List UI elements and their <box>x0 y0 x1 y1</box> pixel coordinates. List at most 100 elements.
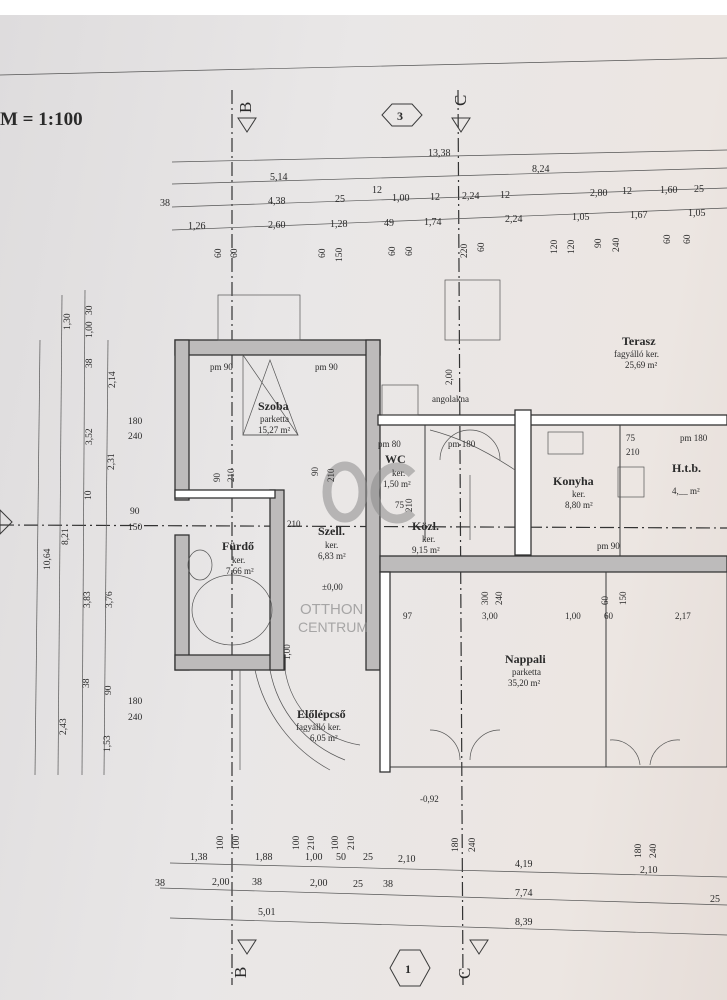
dimension-label: pm 90 <box>315 362 338 372</box>
dimension-label: 1,30 <box>63 313 73 330</box>
dimension-label: 97 <box>403 611 413 621</box>
dimension-label: 38 <box>82 678 92 688</box>
dimension-label: 1,38 <box>190 852 208 863</box>
room-wc: WC ker. 1,50 m² <box>383 452 411 489</box>
dimension-label: 60 <box>318 248 328 258</box>
dimension-label: 25,69 m² <box>625 360 658 370</box>
watermark-line2: CENTRUM <box>298 619 368 635</box>
room-szell: Szell. ker. 6,83 m² <box>318 524 346 561</box>
dimension-label: parketta <box>260 414 289 424</box>
dimension-label: 90 <box>104 685 114 695</box>
bottom-dimensions: 100 100 100 210 100 210 180 240 180 240 … <box>155 836 727 936</box>
dimension-label: 4,__ m² <box>672 486 700 496</box>
dimension-label: 180 <box>634 844 644 859</box>
dimension-label: 4,38 <box>268 196 286 207</box>
dimension-label: 180 <box>128 697 143 707</box>
dimension-label: 180 <box>451 838 461 853</box>
dimension-label: pm 90 <box>210 362 233 372</box>
dimension-label: 210 <box>226 468 236 482</box>
dimension-label: 180 <box>128 417 143 427</box>
dimension-label: 210 <box>626 447 640 457</box>
dimension-label: pm 180 <box>448 439 476 449</box>
dimension-label: 25 <box>335 194 345 205</box>
dimension-label: 25 <box>363 852 373 863</box>
dimension-label: 240 <box>649 844 659 859</box>
dimension-label: 210 <box>326 468 336 482</box>
dimension-label: 100 <box>232 836 242 851</box>
dimension-label: 150 <box>335 248 345 263</box>
dimension-label: 25 <box>353 879 363 890</box>
top-dimensions: 13,38 5,14 8,24 38 4,38 25 12 1,00 12 2,… <box>160 148 727 262</box>
axis-b: B B <box>231 90 257 985</box>
dimension-label: 90 <box>310 467 320 477</box>
dimension-label: 60 <box>388 246 398 256</box>
dimension-label: 240 <box>612 238 622 253</box>
dimension-label: 12 <box>622 186 632 197</box>
dimension-label: 3,76 <box>105 591 115 608</box>
dimension-label: 1,74 <box>424 217 442 228</box>
dimension-label: 100 <box>292 836 302 851</box>
dimension-label: angolakna <box>432 394 469 404</box>
dimension-label: H.t.b. <box>672 461 701 475</box>
dimension-label: 1,26 <box>188 221 206 232</box>
dimension-label: 60 <box>405 246 415 256</box>
dimension-label: 75 <box>626 433 636 443</box>
room-konyha: Konyha ker. 8,80 m² <box>553 474 594 510</box>
dimension-label: 8,80 m² <box>565 500 593 510</box>
dimension-label: 150 <box>128 523 143 533</box>
dimension-label: 2,00 <box>444 369 454 385</box>
dimension-label: 60 <box>683 234 693 244</box>
dimension-label: 210 <box>287 519 301 529</box>
dimension-label: 2,17 <box>675 611 691 621</box>
dimension-label: 38 <box>155 878 165 889</box>
axis-c-bottom-label: C <box>455 968 474 979</box>
dimension-label: 300 <box>480 591 490 605</box>
dimension-label: 12 <box>372 185 382 196</box>
dimension-label: parketta <box>512 667 541 677</box>
dimension-label: 1,00 <box>392 193 410 204</box>
room-terasz: Terasz fagyálló ker. 25,69 m² <box>614 334 659 370</box>
room-elolepcso: Előlépcső fagyálló ker. 6,05 m² <box>296 707 346 743</box>
dimension-label: ker. <box>325 540 338 550</box>
dimension-label: 10 <box>84 490 94 500</box>
dimension-label: 60 <box>214 248 224 258</box>
dimension-label: 25 <box>710 894 720 905</box>
dimension-label: 13,38 <box>428 148 451 159</box>
dimension-label: 210 <box>307 836 317 851</box>
dimension-label: 75 <box>395 500 405 510</box>
watermark-line1: OTTHON <box>300 601 363 618</box>
dimension-label: 1,88 <box>255 852 273 863</box>
left-dimensions: 10,64 1,30 8,21 2,43 38 3,52 10 3,83 38 … <box>34 289 143 776</box>
dimension-label: 49 <box>384 218 394 229</box>
dimension-label: 1,05 <box>688 208 706 219</box>
dimension-label: 7,74 <box>515 888 533 899</box>
dimension-label: 6,05 m² <box>310 733 338 743</box>
dimension-label: 1,67 <box>630 210 648 221</box>
dimension-label: Konyha <box>553 474 594 488</box>
dimension-label: 60 <box>663 234 673 244</box>
room-kozl: Közl. ker. 9,15 m² <box>412 519 440 555</box>
dimension-label: 60 <box>477 242 487 252</box>
axis-horizontal <box>0 524 727 529</box>
axis-b-top-label: B <box>236 102 255 113</box>
dimension-label: ker. <box>422 534 435 544</box>
section-marker-bottom: 1 <box>389 949 431 987</box>
dimension-label: 12 <box>500 190 510 201</box>
dimension-label: Fürdő <box>222 539 254 553</box>
dimension-label: 1,60 <box>660 185 678 196</box>
dimension-label: 120 <box>550 240 560 255</box>
dimension-label: 2,43 <box>59 718 69 735</box>
watermark: OTTHON CENTRUM <box>298 461 416 635</box>
dimension-label: -0,92 <box>420 794 439 804</box>
dimension-label: 240 <box>494 591 504 605</box>
dimension-label: Előlépcső <box>297 707 346 721</box>
dimension-label: 1,50 m² <box>383 479 411 489</box>
dimension-label: 1,28 <box>330 219 348 230</box>
dimension-label: 150 <box>618 591 628 605</box>
dimension-label: 2,80 <box>590 188 608 199</box>
dimension-label: 220 <box>460 244 470 259</box>
dimension-label: 90 <box>594 238 604 248</box>
dimension-label: 1,05 <box>572 212 590 223</box>
dimension-label: 240 <box>128 713 143 723</box>
